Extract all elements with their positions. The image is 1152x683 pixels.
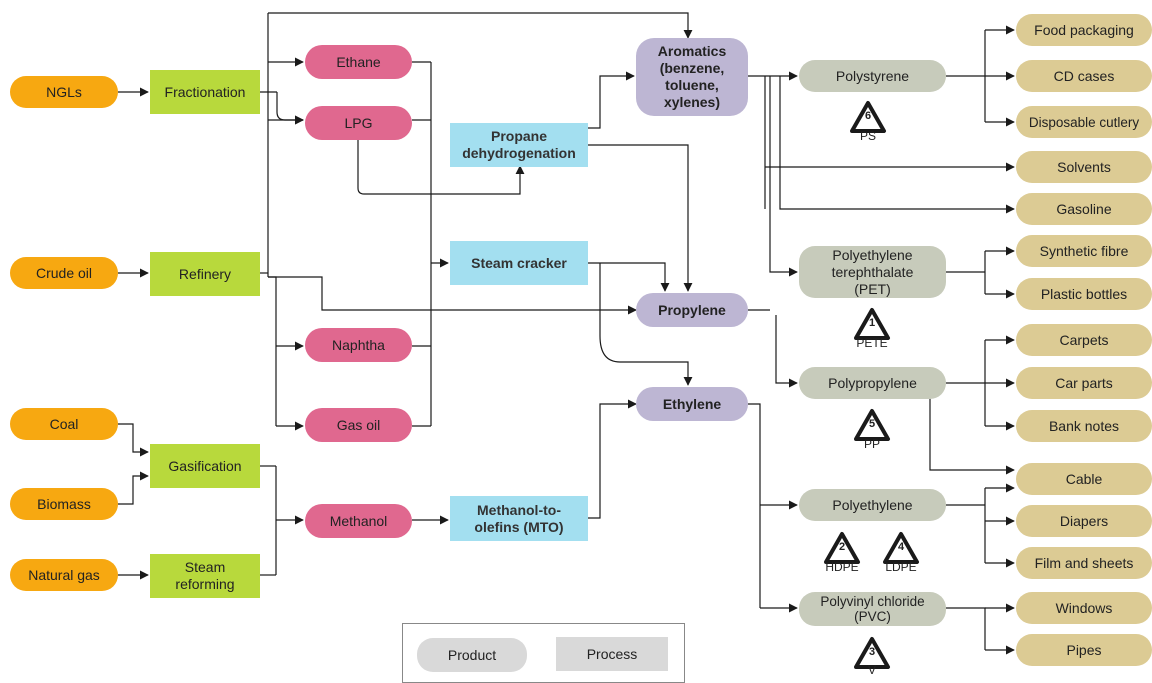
polymer-polystyrene: Polystyrene (799, 60, 946, 92)
edge-coal-gasification (118, 423, 149, 457)
recycle-triangle-icon (850, 101, 886, 133)
polymer-polypropylene: Polypropylene (799, 367, 946, 399)
edge-pdh-propylene (588, 144, 693, 292)
intermediate-methanol: Methanol (305, 504, 412, 538)
recycling-code: HDPE (825, 560, 859, 574)
feedstock-biomass: Biomass (10, 488, 118, 520)
process-gasification: Gasification (150, 444, 260, 488)
application-diapers: Diapers (1016, 505, 1152, 537)
application-film-and-sheets: Film and sheets (1016, 547, 1152, 579)
edge-ps-fan (946, 30, 986, 122)
application-car-parts: Car parts (1016, 367, 1152, 399)
recycling-number: 5 (868, 418, 876, 430)
recycling-symbol-ps: 6 PS (848, 100, 888, 143)
recycling-code: PS (859, 129, 876, 143)
recycling-number: 3 (868, 646, 876, 658)
intermediate-lpg: LPG (305, 106, 412, 140)
edge-pet-fan (946, 251, 986, 294)
edge-lpg-pdh (357, 137, 525, 195)
recycling-code: PETE (856, 336, 888, 350)
feedstock-natural-gas: Natural gas (10, 559, 118, 591)
recycling-number: 2 (838, 541, 846, 553)
edge-mto-ethylene (588, 399, 637, 519)
application-carpets: Carpets (1016, 324, 1152, 356)
polymer-pet: Polyethylene terephthalate (PET) (799, 246, 946, 298)
edge-refinery-to-propylene (268, 276, 637, 315)
application-cd-cases: CD cases (1016, 60, 1152, 92)
edge-ethylene-out (748, 403, 761, 608)
application-pipes: Pipes (1016, 634, 1152, 666)
recycling-symbol-pp: 5 PP (852, 408, 892, 451)
edge-pe-fan (946, 488, 986, 563)
edge-trunk-to-aromatics (268, 12, 693, 39)
application-food-packaging: Food packaging (1016, 14, 1152, 46)
application-disposable-cutlery: Disposable cutlery (1016, 106, 1152, 138)
edge-aromatics-branch (764, 76, 781, 209)
edge-pdh-aromatics (588, 71, 635, 129)
edge-pp-fan (946, 340, 986, 426)
feedstock-coal: Coal (10, 408, 118, 440)
process-steam-cracker: Steam cracker (450, 241, 588, 285)
recycle-triangle-icon (854, 308, 890, 340)
edge-pvc-fan (946, 607, 986, 650)
application-cable: Cable (1016, 463, 1152, 495)
feedstock-ngls: NGLs (10, 76, 118, 108)
application-bank-notes: Bank notes (1016, 410, 1152, 442)
edge-biomass-gasification (118, 471, 149, 505)
application-synthetic-fibre: Synthetic fibre (1016, 235, 1152, 267)
polymer-polyethylene: Polyethylene (799, 489, 946, 521)
recycling-number: 6 (864, 110, 872, 122)
intermediate-naphtha: Naphtha (305, 328, 412, 362)
process-refinery: Refinery (150, 252, 260, 296)
process-fractionation: Fractionation (150, 70, 260, 114)
polymer-pvc: Polyvinyl chloride (PVC) (799, 592, 946, 626)
application-plastic-bottles: Plastic bottles (1016, 278, 1152, 310)
chemical-aromatics: Aromatics (benzene, toluene, xylenes) (636, 38, 748, 116)
recycling-number: 1 (868, 317, 876, 329)
process-propane-dehydrogenation: Propane dehydrogenation (450, 123, 588, 167)
intermediate-gas-oil: Gas oil (305, 408, 412, 442)
edge-pp-cable (929, 397, 1015, 475)
legend-product: Product (417, 638, 527, 672)
application-gasoline: Gasoline (1016, 193, 1152, 225)
edge-refinery-branch (268, 276, 277, 386)
legend-process: Process (556, 637, 668, 671)
intermediate-ethane: Ethane (305, 45, 412, 79)
recycling-code: LDPE (885, 560, 917, 574)
application-solvents: Solvents (1016, 151, 1152, 183)
edge-sc-ethylene (599, 263, 693, 386)
recycling-code: PP (863, 437, 880, 451)
process-steam-reforming: Steam reforming (150, 554, 260, 598)
recycle-triangle-icon (854, 409, 890, 441)
edge-gasoline (779, 167, 1015, 214)
recycling-symbol-ldpe: 4 LDPE (881, 531, 921, 574)
legend: Product Process (402, 623, 685, 683)
edge-propylene-pp (775, 315, 798, 388)
recycling-symbol-hdpe: 2 HDPE (822, 531, 862, 574)
edge-sc-propylene (588, 262, 670, 292)
chemical-propylene: Propylene (636, 293, 748, 327)
recycle-triangle-icon (824, 532, 860, 564)
chemical-ethylene: Ethylene (636, 387, 748, 421)
process-methanol-to-olefins: Methanol-to-olefins (MTO) (450, 496, 588, 541)
recycle-triangle-icon (854, 637, 890, 669)
recycling-symbol-v: 3 V (852, 636, 892, 677)
feedstock-crude-oil: Crude oil (10, 257, 118, 289)
recycle-triangle-icon (883, 532, 919, 564)
recycling-number: 4 (897, 541, 905, 553)
edge-to-pet (769, 76, 798, 277)
edge-frac-to-lpg (276, 92, 304, 125)
recycling-code: V (867, 663, 876, 677)
application-windows: Windows (1016, 592, 1152, 624)
recycling-symbol-pete: 1 PETE (852, 307, 892, 350)
